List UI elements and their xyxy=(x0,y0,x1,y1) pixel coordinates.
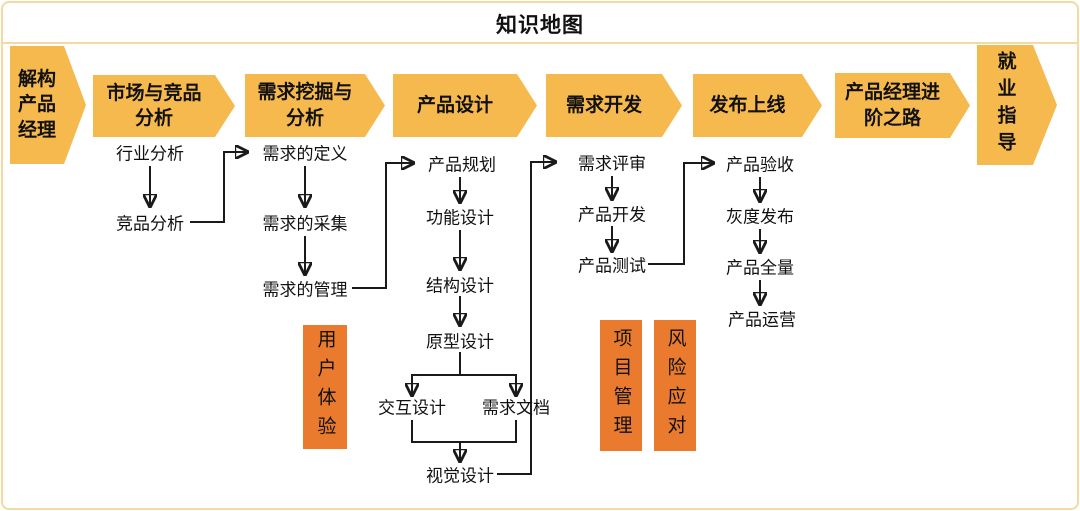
stage-requirement-mining-analysis: 需求挖掘与 分析 xyxy=(245,74,385,137)
box-risk-response-label: 风险应对 xyxy=(664,327,686,444)
node-product-acceptance: 产品验收 xyxy=(726,155,794,175)
node-requirement-definition: 需求的定义 xyxy=(262,144,348,164)
connector-testing-to-acceptance xyxy=(648,163,712,265)
page-title: 知识地图 xyxy=(496,14,584,37)
title-divider xyxy=(3,42,1077,44)
merge-crossbar xyxy=(411,420,517,443)
box-user-experience: 用户体验 xyxy=(303,325,347,449)
stage-pm-advanced-path-label: 产品经理进 阶之路 xyxy=(844,82,940,129)
box-user-experience-label: 用户体验 xyxy=(314,329,336,445)
node-gray-release: 灰度发布 xyxy=(726,207,794,227)
node-product-operation: 产品运营 xyxy=(728,310,796,330)
node-industry-analysis: 行业分析 xyxy=(116,144,184,164)
connector-visual-to-review xyxy=(497,162,554,475)
stage-deconstruct-pm: 解构 产品 经理 xyxy=(10,46,86,164)
node-structure-design: 结构设计 xyxy=(426,276,494,296)
stage-deconstruct-pm-label: 解构 产品 经理 xyxy=(17,69,56,141)
stage-career-guidance-label: 就业指导 xyxy=(994,51,1016,159)
stage-requirement-development: 需求开发 xyxy=(546,74,682,137)
stage-product-design: 产品设计 xyxy=(393,74,537,137)
node-full-release: 产品全量 xyxy=(726,258,794,278)
stage-product-design-label: 产品设计 xyxy=(416,94,493,116)
stage-pm-advanced-path: 产品经理进 阶之路 xyxy=(835,73,970,138)
stage-requirement-mining-analysis-label: 需求挖掘与 分析 xyxy=(257,82,353,129)
stage-release-launch: 发布上线 xyxy=(693,74,822,137)
connector-management-to-planning xyxy=(352,163,412,289)
stage-release-launch-label: 发布上线 xyxy=(709,94,786,116)
stage-requirement-development-label: 需求开发 xyxy=(565,94,642,116)
node-function-design: 功能设计 xyxy=(426,208,494,228)
node-product-testing: 产品测试 xyxy=(578,256,646,276)
node-interaction-design: 交互设计 xyxy=(378,398,446,418)
node-product-development: 产品开发 xyxy=(578,205,646,225)
stage-market-competitor-analysis-label: 市场与竞品 分析 xyxy=(106,82,202,129)
node-visual-design: 视觉设计 xyxy=(426,466,494,486)
node-prototype-design: 原型设计 xyxy=(426,332,494,352)
box-risk-response: 风险应对 xyxy=(654,320,696,451)
stage-market-competitor-analysis: 市场与竞品 分析 xyxy=(93,75,235,137)
node-competitor-analysis: 竞品分析 xyxy=(116,214,184,234)
node-requirement-collection: 需求的采集 xyxy=(262,214,348,234)
node-requirement-document: 需求文档 xyxy=(482,398,550,418)
box-project-management-label: 项目管理 xyxy=(610,327,632,444)
node-product-planning: 产品规划 xyxy=(428,155,496,175)
stage-career-guidance: 就业指导 xyxy=(977,45,1057,165)
box-project-management: 项目管理 xyxy=(600,320,642,451)
node-requirement-management: 需求的管理 xyxy=(262,280,348,300)
node-requirement-review: 需求评审 xyxy=(578,154,646,174)
connector-competitor-to-definition xyxy=(190,152,246,223)
